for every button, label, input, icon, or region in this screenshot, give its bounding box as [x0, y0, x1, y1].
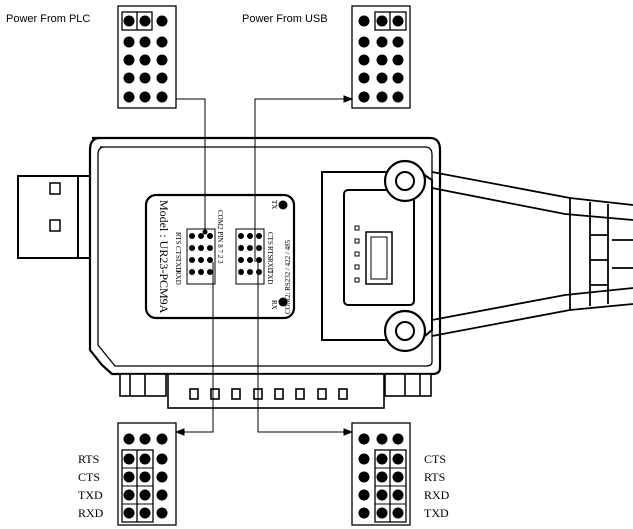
jumper-block-bottom-left: [117, 422, 177, 526]
board-right-pin-2: RXD: [266, 258, 274, 273]
board-left-pin-2: TXD: [174, 258, 182, 272]
board-left-pin-0: RTS: [174, 232, 182, 245]
tx-led-icon: [278, 200, 288, 210]
bottom-left-pin-0: RTS: [78, 452, 99, 466]
rx-label: RX: [270, 300, 278, 310]
bottom-left-pin-1: CTS: [78, 470, 100, 484]
leader-lines: [174, 95, 354, 436]
bottom-connector: [119, 373, 432, 409]
board-right-pin-0: CTS: [266, 232, 274, 245]
bottom-right-pin-1: RTS: [424, 470, 445, 484]
jumper-block-plc: [117, 5, 177, 109]
bottom-left-pin-2: TXD: [78, 488, 103, 502]
power-from-plc-label: Power From PLC: [6, 13, 90, 25]
tx-label: TX: [270, 200, 278, 209]
model-text: Model : UR23-PCM9A: [157, 200, 171, 314]
com2-text: COM2: RS232 / 422 / 485: [284, 239, 292, 314]
bottom-right-pin-2: RXD: [424, 488, 450, 502]
bottom-right-pin-0: CTS: [424, 452, 446, 466]
board-right-pin-1: RTS: [266, 246, 274, 259]
adapter-body: [78, 136, 442, 376]
power-from-usb-label: Power From USB: [242, 13, 328, 25]
rx-led-icon: [278, 297, 288, 307]
jumper-title: COM2 PIN 8 7 2 3: [216, 210, 224, 264]
usb-plug: [17, 175, 79, 259]
cable: [431, 171, 633, 337]
board-left-pin-1: CTS: [174, 246, 182, 259]
label-board: Model : UR23-PCM9A COM2: RS232 / 422 / 4…: [144, 193, 296, 320]
db25-connector: [321, 159, 433, 353]
jumper-block-bottom-right: [351, 422, 411, 526]
board-right-pin-3: TXD: [266, 270, 274, 284]
jumper-block-usb: [351, 5, 411, 109]
bottom-right-pin-3: TXD: [424, 506, 449, 520]
bottom-left-pin-3: RXD: [78, 506, 104, 520]
board-left-pin-3: RXD: [174, 270, 182, 285]
